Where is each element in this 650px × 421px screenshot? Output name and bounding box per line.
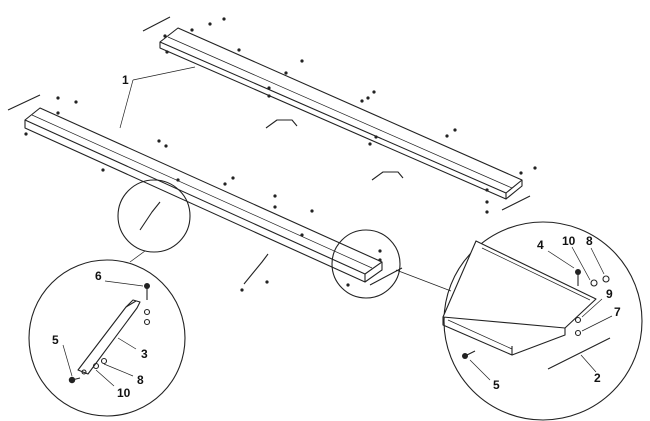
callout-8-right: 8: [586, 234, 593, 248]
detail-circle-main-ref: [331, 229, 401, 299]
callout-6: 6: [95, 269, 102, 283]
detail-circle-small: [117, 179, 191, 253]
right-detail: [442, 221, 643, 421]
callout-10-left: 10: [117, 386, 131, 400]
hardware-dots: [24, 17, 537, 292]
callout-labels: 1 6 3 5 8 10 4 10 8 9 7 2 5: [52, 73, 621, 400]
leader-1: [119, 66, 196, 129]
detail-connector-right: [395, 269, 452, 292]
end-cap-parts: [7, 16, 531, 286]
callout-3: 3: [141, 347, 148, 361]
left-detail: [28, 259, 186, 417]
detail-connector-left: [129, 250, 146, 263]
back-rail: [159, 27, 523, 200]
callout-2: 2: [594, 371, 601, 385]
callout-7: 7: [614, 305, 621, 319]
callout-9: 9: [606, 287, 613, 301]
callout-8-left: 8: [137, 373, 144, 387]
front-rail: [24, 107, 383, 283]
bracket-parts: [139, 119, 404, 285]
callout-4: 4: [537, 238, 544, 252]
callout-1: 1: [122, 73, 129, 87]
callout-5-right: 5: [493, 378, 500, 392]
callout-10-right: 10: [562, 234, 576, 248]
callout-5-left: 5: [52, 333, 59, 347]
